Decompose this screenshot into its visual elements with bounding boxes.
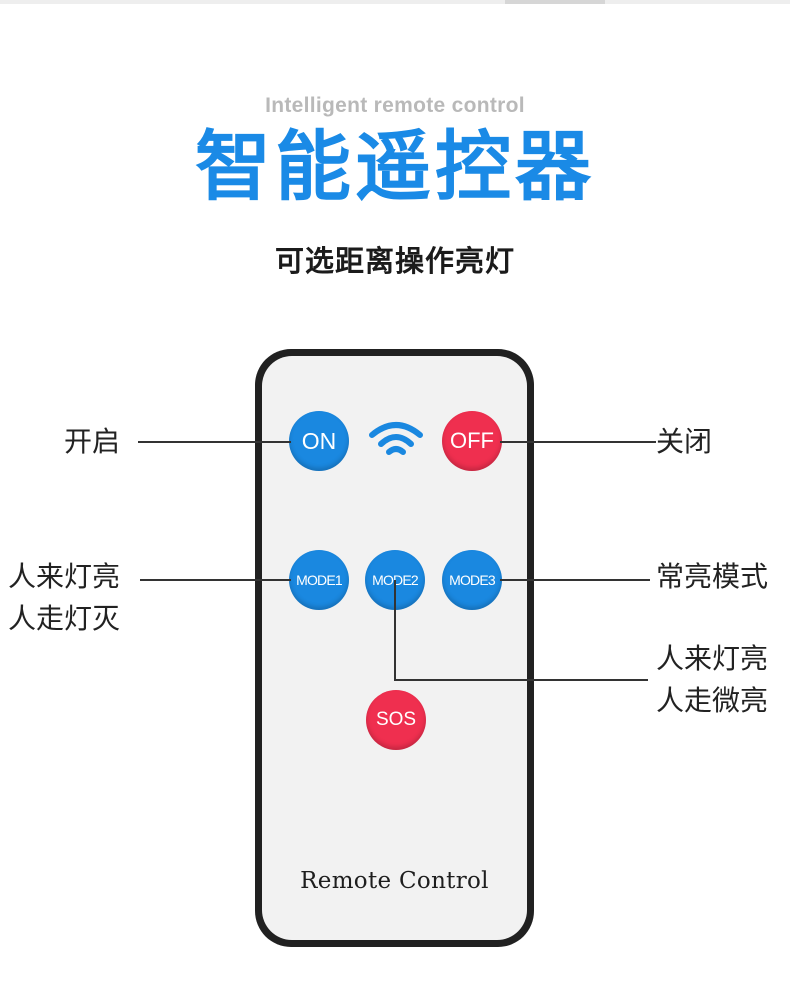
callout-line-on bbox=[138, 441, 291, 443]
top-bar bbox=[0, 0, 790, 4]
callout-mode2-line2: 人走微亮 bbox=[656, 684, 769, 717]
wifi-signal-icon bbox=[369, 422, 423, 455]
callout-mode1-line1: 人来灯亮 bbox=[8, 560, 121, 593]
callout-line-mode3 bbox=[500, 579, 650, 581]
callout-mode2-label: 人来灯亮 人走微亮 bbox=[656, 638, 768, 722]
sos-button[interactable]: SOS bbox=[366, 690, 426, 750]
callout-mode1-line2: 人走灯灭 bbox=[8, 602, 121, 635]
page-title: 智能遥控器 bbox=[195, 122, 595, 211]
off-button[interactable]: OFF bbox=[442, 411, 502, 471]
tagline: 可选距离操作亮灯 bbox=[274, 244, 515, 278]
callout-line-mode2-vertical bbox=[394, 580, 396, 681]
mode1-button[interactable]: MODE1 bbox=[289, 550, 349, 610]
callout-line-mode2-horizontal bbox=[394, 679, 648, 681]
callout-on-label: 开启 bbox=[64, 425, 121, 458]
callout-mode3-label: 常亮模式 bbox=[656, 560, 769, 593]
callout-line-off bbox=[500, 441, 656, 443]
callout-mode2-line1: 人来灯亮 bbox=[656, 642, 769, 675]
on-button[interactable]: ON bbox=[289, 411, 349, 471]
callout-line-mode1 bbox=[140, 579, 291, 581]
top-bar-accent bbox=[505, 0, 605, 4]
subtitle-english: Intelligent remote control bbox=[265, 94, 525, 117]
callout-mode1-label: 人来灯亮 人走灯灭 bbox=[8, 556, 120, 640]
mode3-button[interactable]: MODE3 bbox=[442, 550, 502, 610]
remote-brand-text: Remote Control bbox=[300, 868, 489, 894]
callout-off-label: 关闭 bbox=[656, 425, 713, 458]
